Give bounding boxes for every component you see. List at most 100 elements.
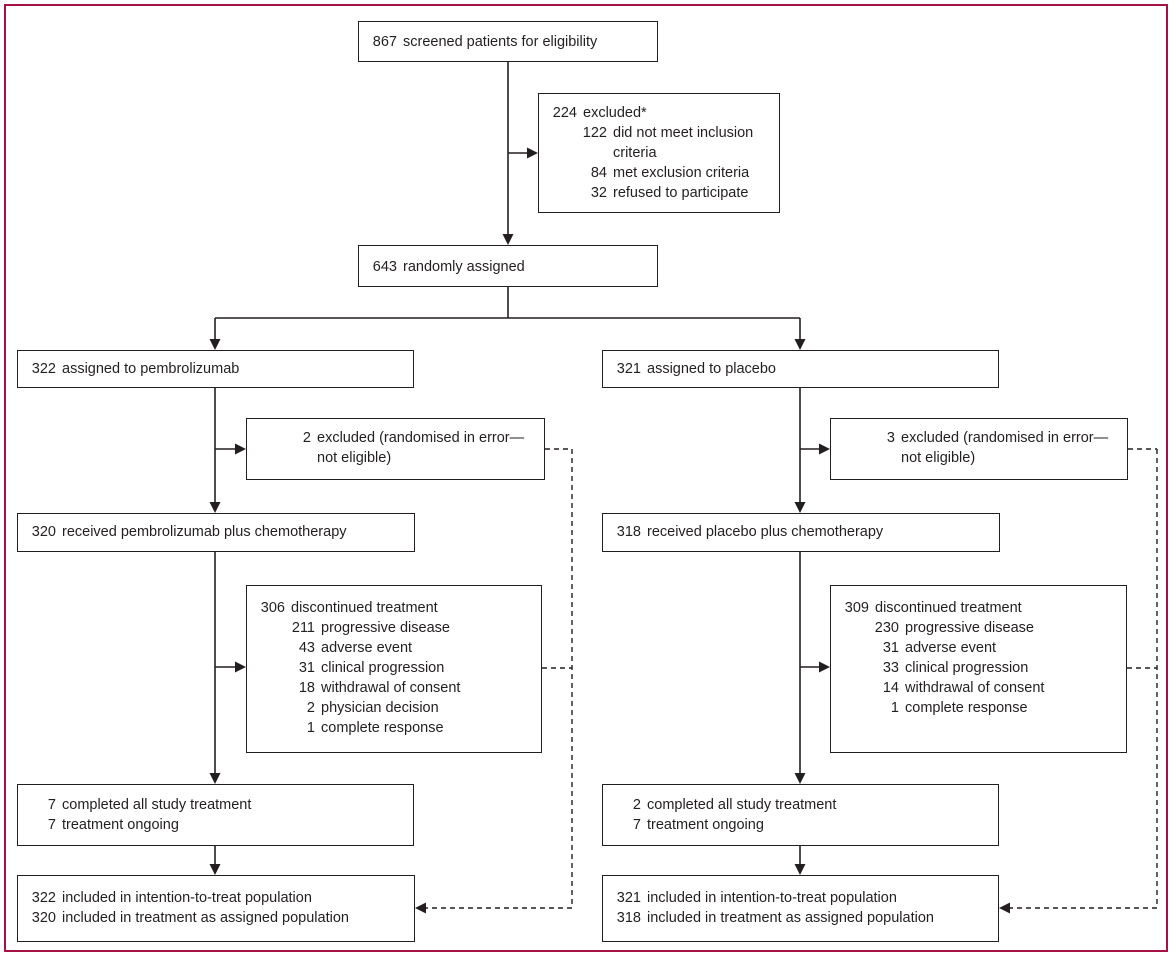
flow-line: 7 completed all study treatment [30,795,405,815]
flow-line: 322 assigned to pembrolizumab [30,359,405,379]
count: 2 [632,797,641,813]
count: 322 [31,361,56,377]
count: 2 [302,430,311,446]
count: 3 [886,430,895,446]
count: 322 [31,890,56,906]
box-placebo-discontinued: 309 discontinued treatment 230 progressi… [830,585,1127,753]
label: assigned to placebo [647,361,776,377]
label: randomly assigned [403,259,525,275]
flow-line: 18 withdrawal of consent [259,678,533,698]
box-placebo-completed: 2 completed all study treatment 7 treatm… [602,784,999,846]
label: refused to participate [613,185,749,201]
count: 1 [890,700,899,716]
label: included in treatment as assigned popula… [62,910,349,926]
flow-line: 321 assigned to placebo [615,359,990,379]
label: received pembrolizumab plus chemotherapy [62,524,347,540]
label: withdrawal of consent [905,680,1045,696]
flow-line: 1 complete response [843,698,1118,718]
count: 224 [552,105,577,121]
flow-line: 122 did not meet inclusion criteria [551,123,771,163]
flow-line: 1 complete response [259,718,533,738]
label: treatment ongoing [647,817,764,833]
box-placebo-analysis: 321 included in intention-to-treat popul… [602,875,999,942]
flow-line: 867 screened patients for eligibility [371,32,649,52]
count: 18 [298,680,315,696]
label: excluded (randomised in error—not eligib… [901,430,1109,466]
count: 7 [632,817,641,833]
label: clinical progression [905,660,1029,676]
label: included in treatment as assigned popula… [647,910,934,926]
solid-connectors [214,62,821,866]
box-placebo-received: 318 received placebo plus chemotherapy [602,513,1000,552]
box-pembrolizumab-excluded: 2 excluded (randomised in error—not elig… [246,418,545,480]
count: 211 [291,620,315,636]
count: 84 [590,165,607,181]
count: 7 [47,797,56,813]
flow-line: 322 included in intention-to-treat popul… [30,888,406,908]
flow-line: 14 withdrawal of consent [843,678,1118,698]
flow-line: 321 included in intention-to-treat popul… [615,888,990,908]
flow-line: 318 included in treatment as assigned po… [615,908,990,928]
box-screened-patients: 867 screened patients for eligibility [358,21,658,62]
label: complete response [321,720,444,736]
flow-line: 84 met exclusion criteria [551,163,771,183]
count: 43 [298,640,315,656]
box-placebo-excluded: 3 excluded (randomised in error—not elig… [830,418,1128,480]
box-pembrolizumab-analysis: 322 included in intention-to-treat popul… [17,875,415,942]
count: 318 [616,910,641,926]
label: physician decision [321,700,439,716]
flow-line: 7 treatment ongoing [615,815,990,835]
flow-line: 43 adverse event [259,638,533,658]
label: treatment ongoing [62,817,179,833]
box-pembrolizumab-assigned: 322 assigned to pembrolizumab [17,350,414,388]
arrowheads [209,147,1010,914]
label: completed all study treatment [647,797,837,813]
box-randomly-assigned: 643 randomly assigned [358,245,658,287]
flow-line: 7 treatment ongoing [30,815,405,835]
box-pembrolizumab-completed: 7 completed all study treatment 7 treatm… [17,784,414,846]
label: included in intention-to-treat populatio… [647,890,897,906]
count: 33 [882,660,899,676]
count: 321 [616,890,641,906]
count: 320 [31,910,56,926]
label: included in intention-to-treat populatio… [62,890,312,906]
count: 14 [882,680,899,696]
count: 643 [372,259,397,275]
flow-line: 3 excluded (randomised in error—not elig… [843,428,1123,468]
label: received placebo plus chemotherapy [647,524,884,540]
flow-line: 318 received placebo plus chemotherapy [615,522,991,542]
label: screened patients for eligibility [403,34,598,50]
label: adverse event [905,640,997,656]
flow-line: 2 excluded (randomised in error—not elig… [259,428,540,468]
label: met exclusion criteria [613,165,750,181]
label: clinical progression [321,660,445,676]
count: 318 [616,524,641,540]
count: 2 [306,700,315,716]
flow-line: 320 included in treatment as assigned po… [30,908,406,928]
count: 7 [47,817,56,833]
label: excluded (randomised in error—not eligib… [317,430,525,466]
count: 230 [874,620,899,636]
label: complete response [905,700,1028,716]
flow-line: 309 discontinued treatment [843,598,1118,618]
box-pembrolizumab-discontinued: 306 discontinued treatment 211 progressi… [246,585,542,753]
label: excluded* [583,105,647,121]
box-placebo-assigned: 321 assigned to placebo [602,350,999,388]
count: 321 [616,361,641,377]
flow-line: 2 completed all study treatment [615,795,990,815]
label: assigned to pembrolizumab [62,361,240,377]
label: withdrawal of consent [321,680,461,696]
flow-line: 31 adverse event [843,638,1118,658]
box-pembrolizumab-received: 320 received pembrolizumab plus chemothe… [17,513,415,552]
count: 867 [372,34,397,50]
label: adverse event [321,640,413,656]
label: progressive disease [321,620,450,636]
count: 122 [582,125,607,141]
flow-line: 31 clinical progression [259,658,533,678]
label: completed all study treatment [62,797,252,813]
count: 32 [590,185,607,201]
label: discontinued treatment [875,600,1022,616]
flow-line: 32 refused to participate [551,183,771,203]
flow-line: 320 received pembrolizumab plus chemothe… [30,522,406,542]
